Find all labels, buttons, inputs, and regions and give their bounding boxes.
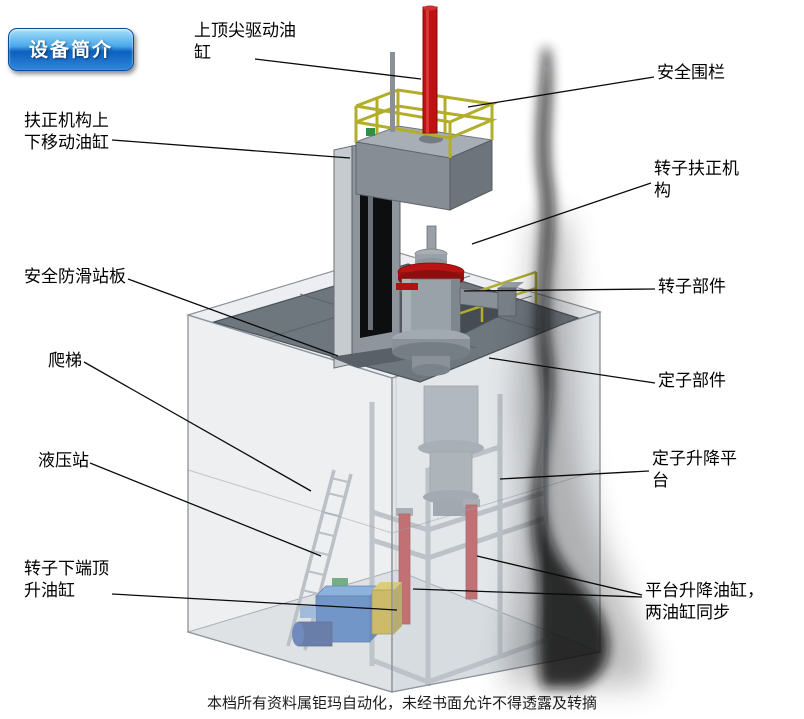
leader-antislip-platform (127, 278, 339, 357)
smoke-shadow (505, 48, 650, 688)
leader-stator-lift-platform (499, 470, 650, 480)
leader-rotor-component (463, 288, 656, 292)
title-badge: 设备简介 (8, 28, 135, 71)
label-safety-fence: 安全围栏 (657, 63, 725, 83)
hydraulic-station-graphic (292, 578, 402, 647)
leader-rotor-centering (471, 182, 652, 245)
leader-platform-cylinder-left (412, 588, 643, 598)
label-antislip-platform: 安全防滑站板 (24, 267, 126, 287)
leader-centering-updown-cylinder (111, 139, 351, 159)
footer-watermark: 本档所有资料属钜玛自动化，未经书面允许不得透露及转摘 (206, 694, 597, 712)
label-centering-updown-cylinder: 扶正机构上 下移动油缸 (24, 111, 109, 154)
leader-lines (83, 58, 656, 611)
label-stator-component: 定子部件 (658, 371, 726, 391)
leader-rotor-bottom-jack (111, 593, 398, 611)
label-top-spindle-cylinder: 上顶尖驱动油 缸 (194, 21, 296, 64)
label-ladder: 爬梯 (48, 351, 82, 371)
label-rotor-centering-mechanism: 转子扶正机 构 (654, 159, 739, 202)
label-rotor-component: 转子部件 (658, 277, 726, 297)
label-stator-lift-platform: 定子升降平 台 (652, 449, 737, 492)
rotor-assembly (392, 225, 524, 376)
safety-railing-top (354, 88, 498, 158)
machine-head (354, 125, 494, 211)
leader-platform-cylinder-right (476, 555, 643, 596)
leader-hydraulic-station (89, 462, 322, 557)
leader-top-spindle-cylinder (254, 58, 422, 80)
top-drive-cylinder-graphic (390, 5, 438, 134)
label-rotor-bottom-jack-cylinder: 转子下端顶 升油缸 (24, 559, 109, 602)
label-hydraulic-station: 液压站 (38, 451, 89, 471)
leader-safety-fence (467, 76, 655, 108)
leader-ladder (83, 361, 312, 492)
label-platform-lift-cylinders: 平台升降油缸， 两油缸同步 (645, 581, 764, 624)
leader-stator-component (488, 357, 656, 384)
